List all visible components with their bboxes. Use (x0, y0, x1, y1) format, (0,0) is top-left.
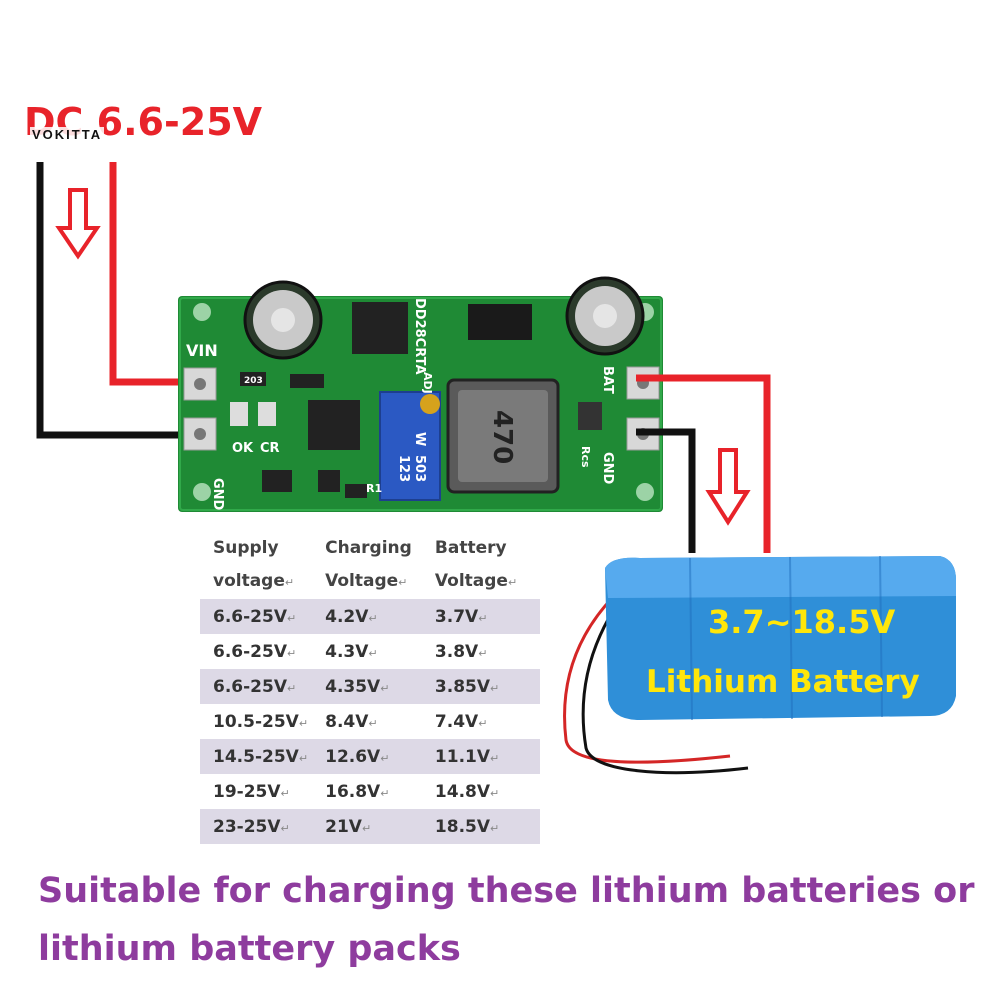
table-row: 6.6-25V↵ 4.3V↵ 3.8V↵ (200, 634, 540, 669)
battery-red-lead (563, 594, 731, 764)
pot-marking-1: 123 (396, 455, 411, 482)
battery-label: Lithium Battery (646, 664, 920, 700)
caption-text: Suitable for charging these lithium batt… (38, 871, 975, 969)
table-row: 23-25V↵ 21V↵ 18.5V↵ (200, 809, 540, 844)
rcs-label: Rcs (579, 446, 592, 468)
pot-marking-3: W (412, 432, 427, 446)
r1-label: R1 (366, 482, 382, 495)
output-positive-wire (636, 374, 771, 553)
bat-label: BAT (600, 366, 615, 394)
table-row: 14.5-25V↵ 12.6V↵ 11.1V↵ (200, 739, 540, 774)
output-ground-wire (636, 428, 696, 553)
resistor-marking: 203 (244, 376, 263, 386)
pot-marking-2: 503 (412, 455, 427, 482)
adj-label: ADJ (421, 372, 434, 394)
cr-label: CR (260, 441, 280, 456)
battery-black-lead (581, 599, 749, 775)
input-positive-wire (109, 162, 198, 386)
vin-label: VIN (186, 341, 218, 360)
gnd-label-right: GND (600, 452, 615, 485)
table-row: 6.6-25V↵ 4.35V↵ 3.85V↵ (200, 669, 540, 704)
ok-label: OK (232, 441, 254, 456)
down-arrow-icon (55, 188, 101, 260)
brand-watermark: VOKITTA (30, 127, 105, 142)
board-model: DD28CRTA (412, 298, 427, 375)
table-row: 6.6-25V↵ 4.2V↵ 3.7V↵ (200, 599, 540, 634)
inductor-marking: 470 (487, 410, 517, 464)
table-row: 10.5-25V↵ 8.4V↵ 7.4V↵ (200, 704, 540, 739)
battery-pack (605, 555, 956, 721)
battery-voltage-range: 3.7~18.5V (708, 603, 896, 641)
gnd-label-left: GND (210, 478, 225, 511)
down-arrow-icon (705, 448, 751, 526)
charger-board: VIN 203 OK CR R1 GND DD28CRTA ADJ 123 50… (178, 276, 663, 512)
table-row: 19-25V↵ 16.8V↵ 14.8V↵ (200, 774, 540, 809)
input-ground-wire (36, 162, 198, 439)
